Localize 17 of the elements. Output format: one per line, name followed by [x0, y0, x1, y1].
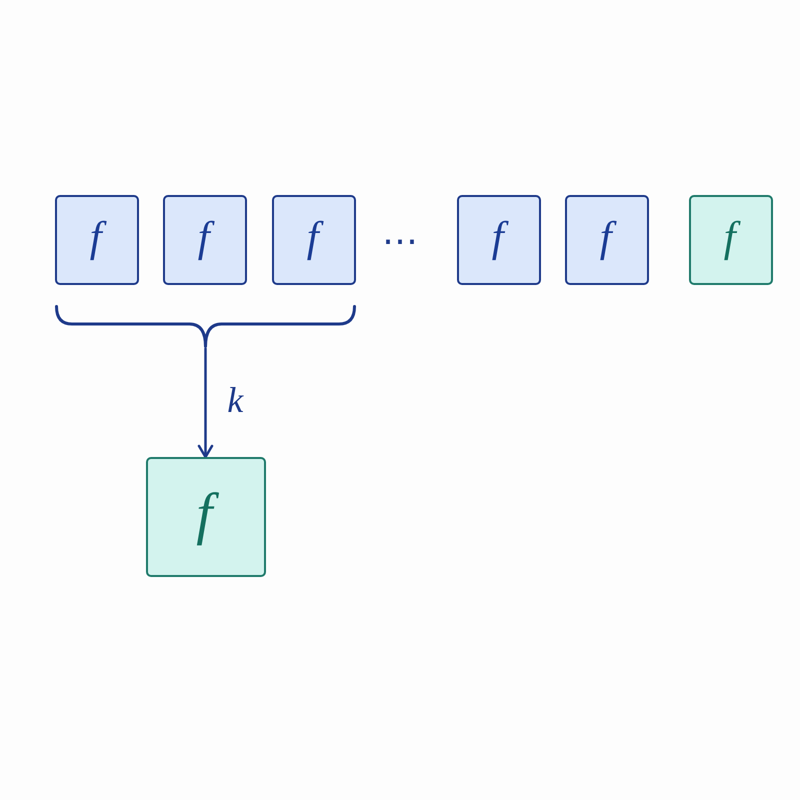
function-box: [689, 195, 773, 285]
arrow: [198, 348, 214, 458]
function-symbol: f: [486, 212, 512, 268]
function-box: [565, 195, 649, 285]
function-box: [457, 195, 541, 285]
curly-brace: [55, 305, 356, 348]
function-symbol: f: [300, 212, 328, 268]
function-box: [55, 195, 139, 285]
function-symbol: f: [192, 212, 218, 268]
function-box: [272, 195, 356, 285]
function-box: [163, 195, 247, 285]
function-symbol: f: [84, 212, 110, 268]
function-symbol: f: [718, 212, 744, 268]
ellipsis: ⋯: [382, 222, 418, 262]
function-box: [146, 457, 266, 577]
function-symbol: f: [188, 478, 224, 556]
function-symbol: f: [594, 212, 620, 268]
